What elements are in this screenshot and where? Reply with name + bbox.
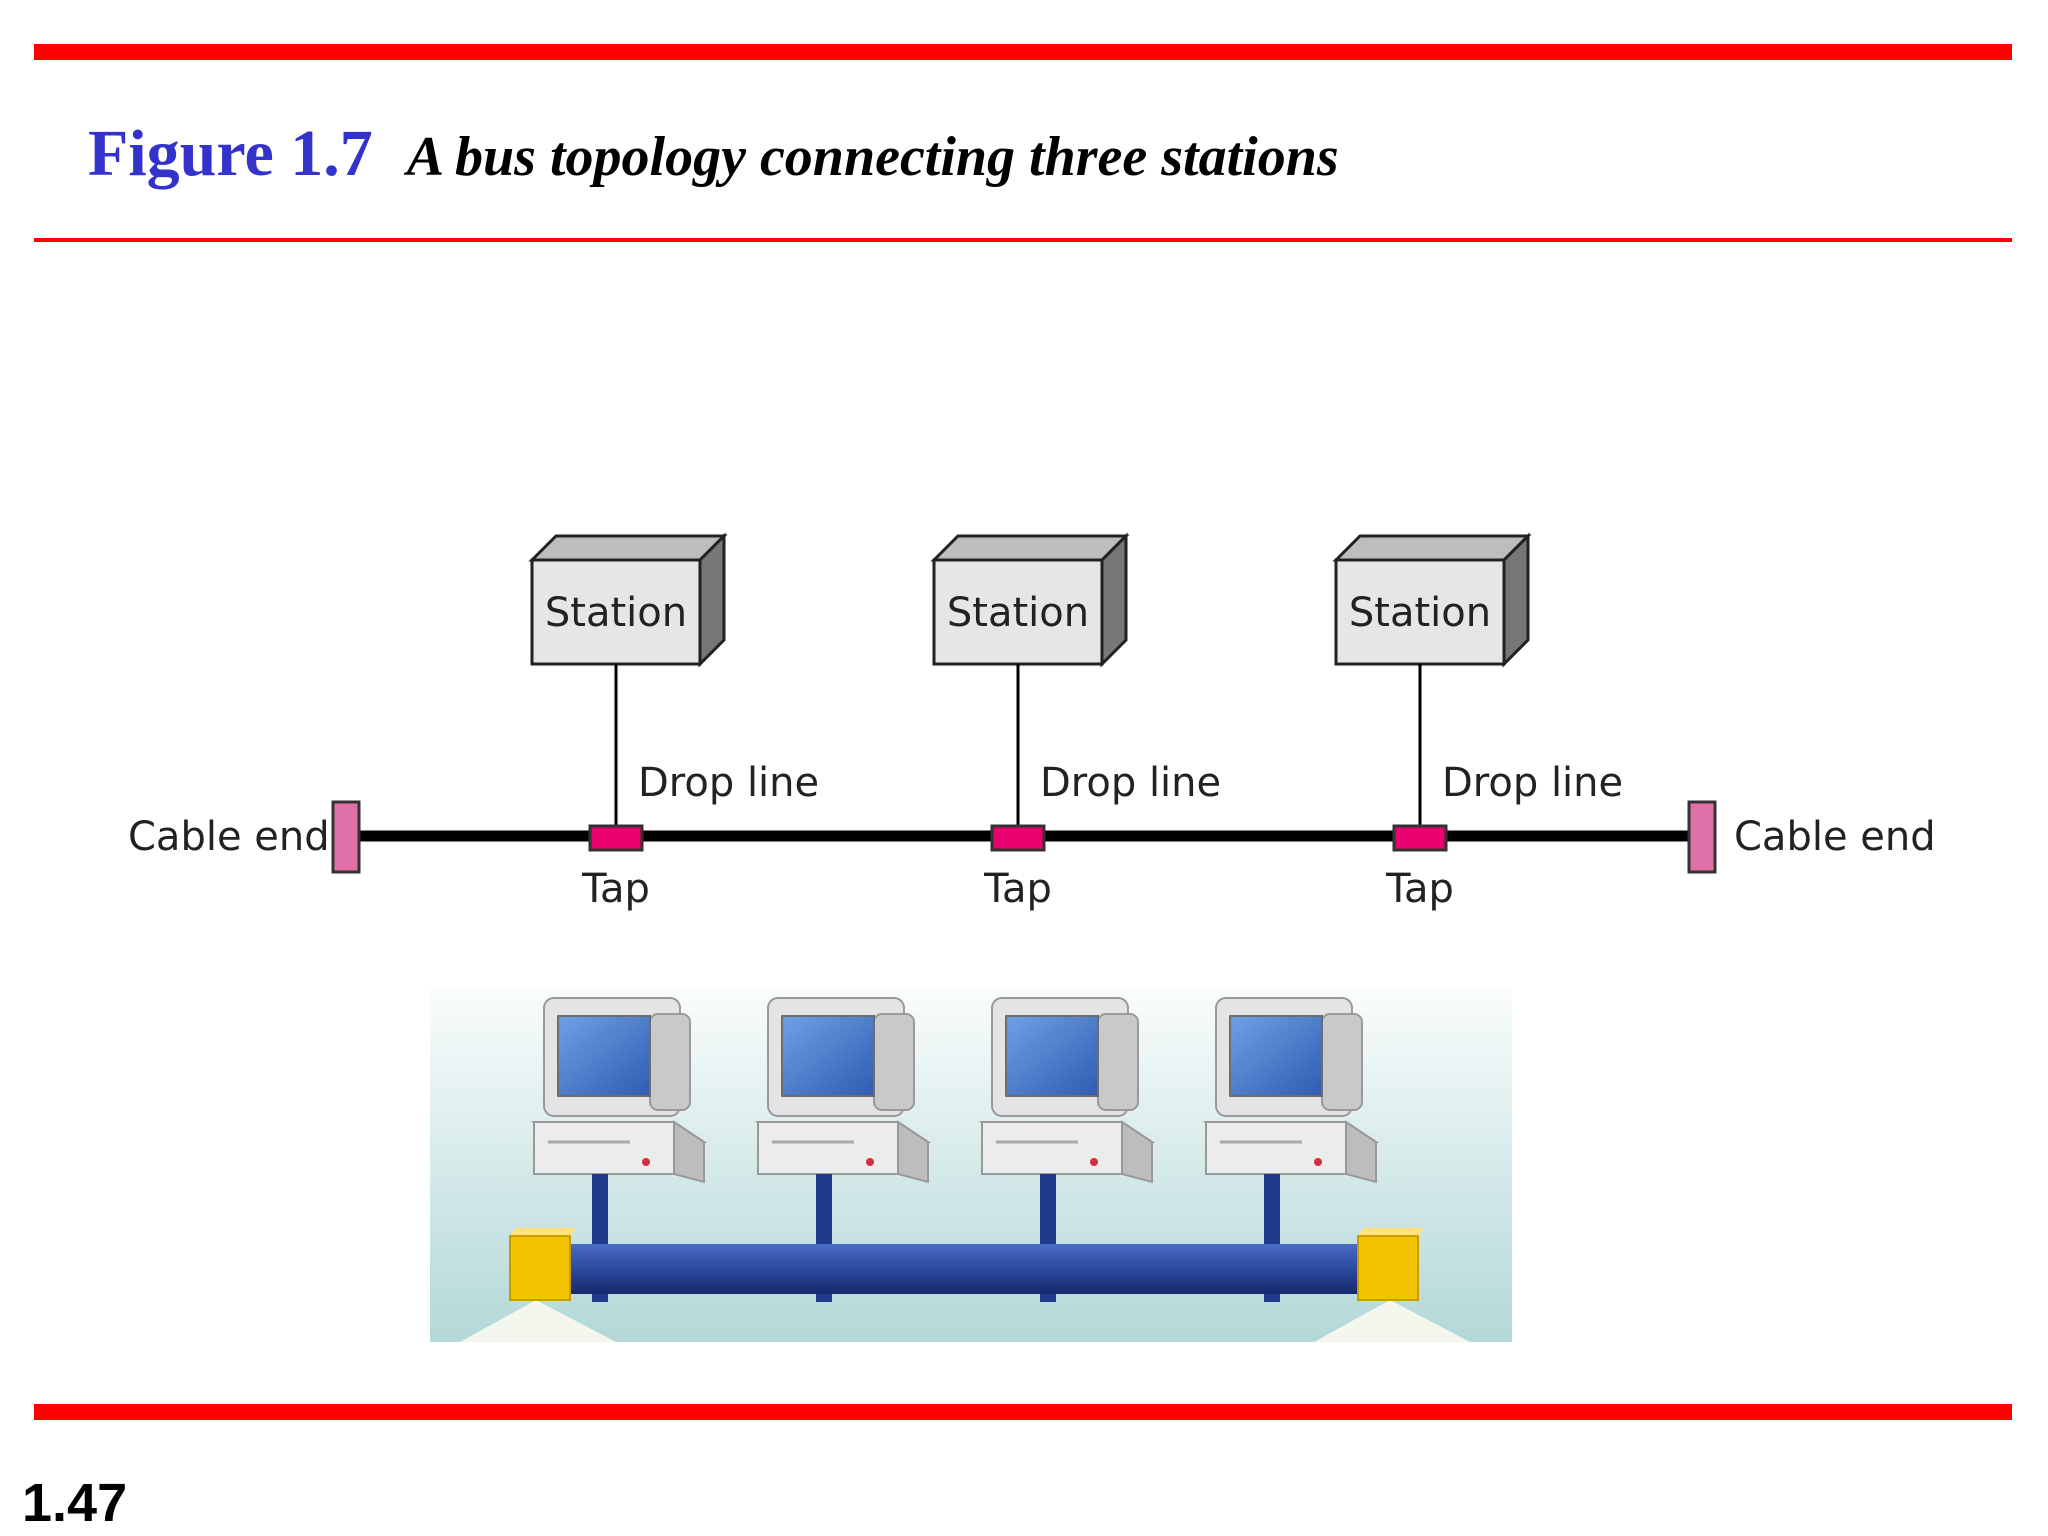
cable-end-right-label: Cable end [1734, 814, 1936, 860]
drop-line-3-label: Drop line [1442, 760, 1623, 806]
computer-1-power-light [642, 1158, 650, 1166]
tap-1 [588, 824, 644, 852]
title-underline-rule [34, 238, 2012, 242]
left-terminator-body [509, 1235, 571, 1301]
station-1-label: Station [545, 590, 687, 636]
computer-4-screen [1229, 1015, 1323, 1097]
station-1-side [698, 532, 726, 668]
slide-title: Figure 1.7 A bus topology connecting thr… [88, 116, 1339, 206]
computer-3-power-light [1090, 1158, 1098, 1166]
cable-end-left-label: Cable end [128, 814, 330, 860]
blue-bus-cable [560, 1244, 1392, 1294]
station-1: Station Drop line Tap [528, 532, 819, 912]
station-3-box [1334, 558, 1506, 666]
left-light-beam [460, 1300, 616, 1342]
computer-3-case-side [1121, 1120, 1153, 1184]
tap-1-label: Tap [581, 866, 650, 912]
station-2-top [930, 534, 1130, 562]
tap-2-label: Tap [983, 866, 1052, 912]
computer-2-monitor-back [873, 1013, 915, 1111]
bottom-red-rule [34, 1404, 2012, 1420]
computer-3-case [981, 1121, 1123, 1175]
station-2-label: Station [947, 590, 1089, 636]
slide-number: 1.47 [22, 1473, 128, 1533]
left-terminator-top [510, 1228, 576, 1236]
computer-1-screen [557, 1015, 651, 1097]
computer-4-case-side [1345, 1120, 1377, 1184]
computer-2 [754, 997, 932, 1302]
tap-3-label: Tap [1385, 866, 1454, 912]
computer-3 [978, 997, 1156, 1302]
right-terminator-body [1357, 1235, 1419, 1301]
station-2-box [932, 558, 1104, 666]
computer-4 [1202, 997, 1380, 1302]
computer-4-monitor-back [1321, 1013, 1363, 1111]
computer-3-monitor-back [1097, 1013, 1139, 1111]
station-3-label: Station [1349, 590, 1491, 636]
station-2: Station Drop line Tap [930, 532, 1221, 912]
right-terminator-top [1358, 1228, 1424, 1236]
tap-2 [990, 824, 1046, 852]
right-light-beam [1314, 1300, 1470, 1342]
computer-1-case [533, 1121, 675, 1175]
computer-4-power-light [1314, 1158, 1322, 1166]
computer-4-case [1205, 1121, 1347, 1175]
top-red-rule [34, 44, 2012, 60]
computer-2-case [757, 1121, 899, 1175]
computer-1-case-side [673, 1120, 705, 1184]
bus-topology-illustration [430, 988, 1512, 1342]
cable-end-left [331, 800, 361, 874]
station-1-top [528, 534, 728, 562]
cable-end-right [1687, 800, 1717, 874]
figure-label: Figure 1.7 [88, 117, 373, 190]
drop-line-2-label: Drop line [1040, 760, 1221, 806]
computer-2-screen [781, 1015, 875, 1097]
station-1-box [530, 558, 702, 666]
station-3: Station Drop line Tap [1332, 532, 1623, 912]
left-terminator [509, 1228, 576, 1301]
drop-line-1-label: Drop line [638, 760, 819, 806]
computer-2-power-light [866, 1158, 874, 1166]
tap-3 [1392, 824, 1448, 852]
right-terminator [1357, 1228, 1424, 1301]
computer-1-monitor-back [649, 1013, 691, 1111]
station-2-side [1100, 532, 1128, 668]
figure-caption: A bus topology connecting three stations [406, 126, 1339, 188]
station-3-top [1332, 534, 1532, 562]
computer-2-case-side [897, 1120, 929, 1184]
computer-1 [530, 997, 708, 1302]
station-3-side [1502, 532, 1530, 668]
bus-topology-diagram: Cable end Cable end Station Drop line Ta… [128, 532, 1936, 912]
computer-3-screen [1005, 1015, 1099, 1097]
